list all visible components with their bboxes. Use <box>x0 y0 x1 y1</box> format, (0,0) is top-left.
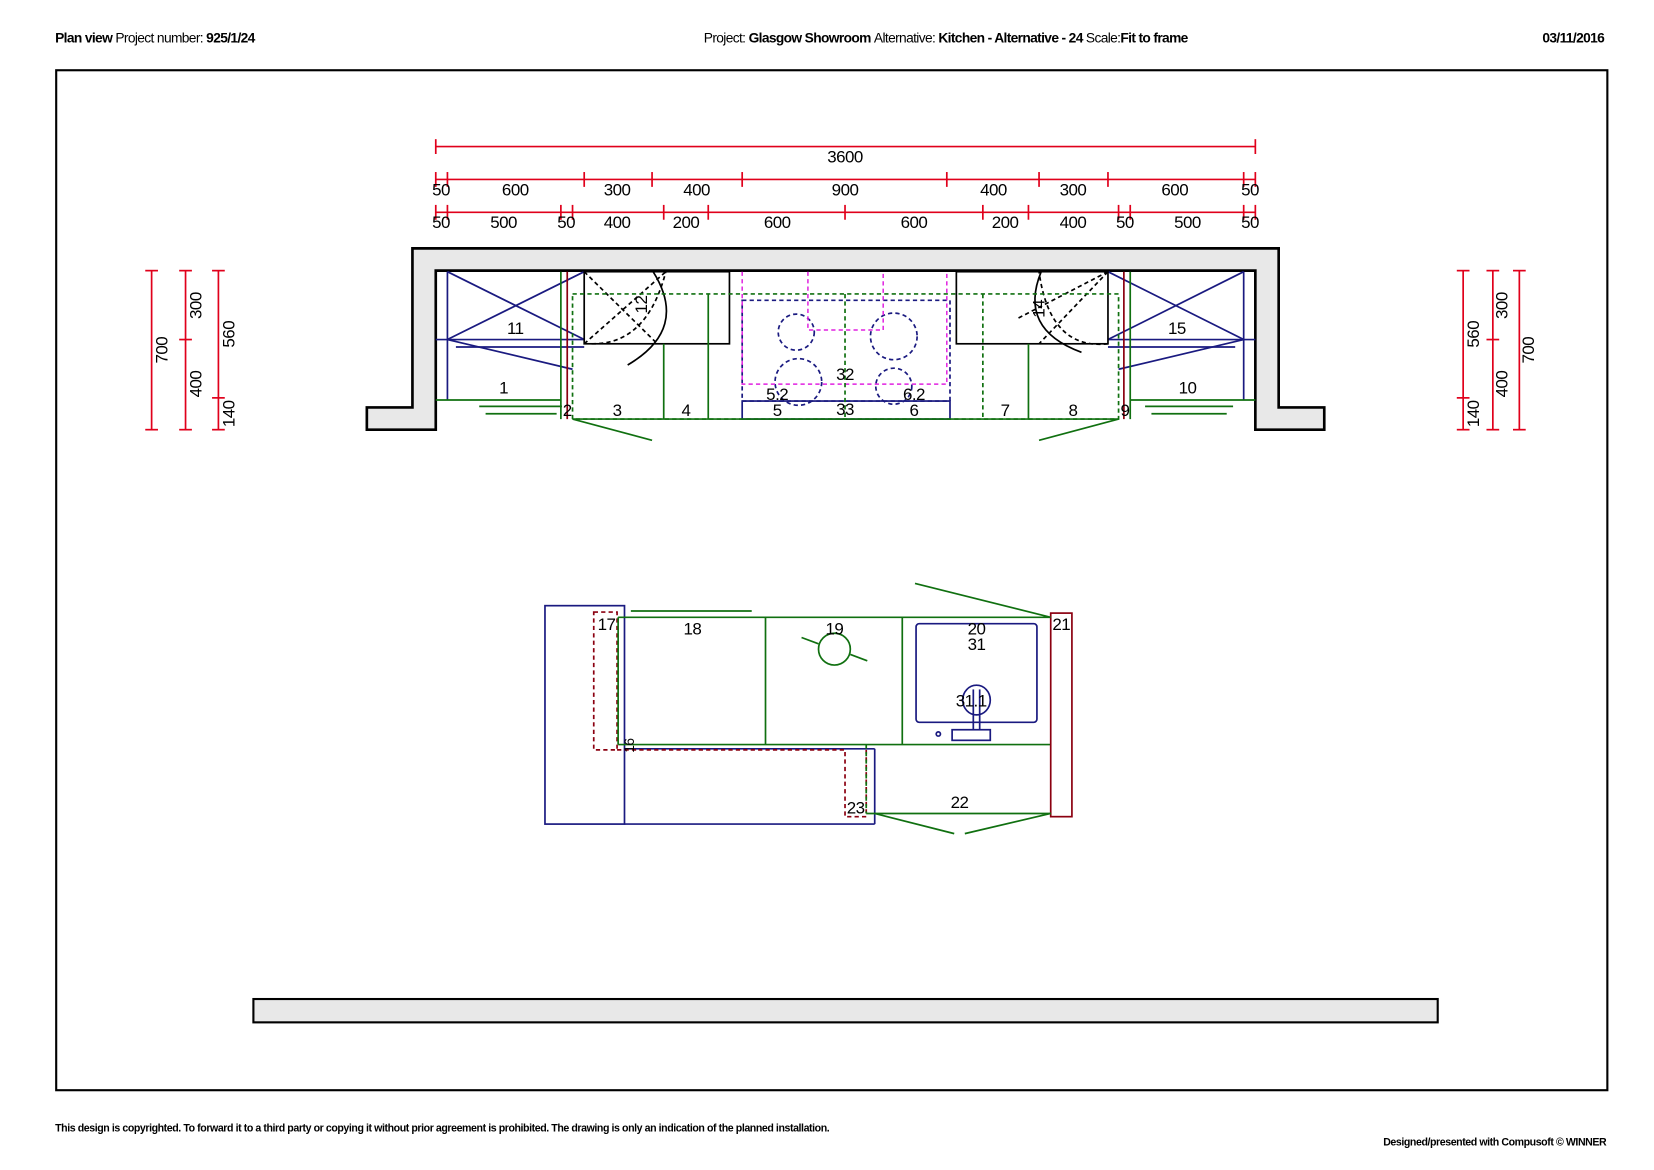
dimension-label: 400 <box>683 180 710 199</box>
wall <box>365 247 1326 431</box>
copyright-notice: This design is copyrighted. To forward i… <box>55 1123 830 1135</box>
unit-label: 33 <box>836 400 854 419</box>
dimension-label: 200 <box>673 213 700 232</box>
dim-right-total: 700 <box>1519 337 1538 364</box>
unit-label: 1 <box>499 379 508 398</box>
dim-right-lower: 400 <box>1493 371 1512 398</box>
dim-left-upper: 300 <box>186 292 205 319</box>
dimension-label: 500 <box>490 213 517 232</box>
unit-label: 31 <box>968 635 986 654</box>
unit-label: 16 <box>622 738 637 753</box>
unit-label: 10 <box>1179 379 1197 398</box>
unit-label: 14 <box>1029 300 1048 318</box>
dimension-label: 600 <box>502 180 529 199</box>
dim-right-upper: 300 <box>1493 292 1512 319</box>
dim-overall: 3600 <box>827 147 863 166</box>
unit-label: 3 <box>613 401 622 420</box>
dimension-label: 600 <box>1161 180 1188 199</box>
header-date: 03/11/2016 <box>1542 31 1605 46</box>
unit-label: 18 <box>683 619 701 638</box>
dimension-label: 900 <box>832 180 859 199</box>
unit-label: 20 <box>968 619 986 638</box>
dimension-label: 600 <box>764 213 791 232</box>
dim-right-bottom: 140 <box>1464 400 1483 427</box>
unit-label: 12 <box>632 296 651 314</box>
dimension-label: 500 <box>1174 213 1201 232</box>
unit-label: 6.2 <box>903 385 925 404</box>
drawing-frame <box>55 69 1609 1092</box>
corner-units <box>583 270 1109 366</box>
unit-labels: 1 2 3 4 5 5.2 6 6.2 7 8 9 10 11 12 14 15… <box>499 296 1197 818</box>
dimension-label: 300 <box>1060 180 1087 199</box>
dim-left-lower: 400 <box>186 371 205 398</box>
unit-label: 11 <box>507 319 524 338</box>
unit-label: 2 <box>563 401 572 420</box>
dimension-label: 50 <box>432 213 450 232</box>
appliance-outline <box>741 271 948 385</box>
unit-label: 22 <box>951 793 969 812</box>
dimension-label: 50 <box>1241 180 1259 199</box>
dim-left-total: 700 <box>153 337 172 364</box>
left-dimensions: 700 300 400 560 140 <box>145 269 238 431</box>
bottom-wall <box>252 997 1439 1024</box>
header-left: Plan view Project number: 925/1/24 <box>55 31 256 46</box>
header-project: Project: Glasgow Showroom Alternative: K… <box>704 31 1189 46</box>
island <box>544 582 1073 835</box>
dimension-label: 50 <box>1241 213 1259 232</box>
dimension-label: 400 <box>1060 213 1087 232</box>
base-units <box>435 271 1256 442</box>
unit-label: 15 <box>1168 319 1186 338</box>
unit-label: 4 <box>682 401 691 420</box>
unit-label: 23 <box>847 798 865 817</box>
software-credit: Designed/presented with Compusoft © WINN… <box>1383 1136 1607 1148</box>
top-dimensions: 3600 50 600 300 400 900 400 300 600 50 50 500 50 400… <box>432 139 1260 232</box>
unit-label: 21 <box>1052 615 1070 634</box>
dimension-label: 50 <box>1116 213 1134 232</box>
unit-label: 8 <box>1069 401 1078 420</box>
unit-label: 5 <box>773 401 782 420</box>
dim-right-depth: 560 <box>1464 321 1483 348</box>
dimension-label: 50 <box>432 180 450 199</box>
unit-label: 31.1 <box>956 691 987 710</box>
dimension-label: 400 <box>980 180 1007 199</box>
dimension-label: 400 <box>604 213 631 232</box>
dimension-label: 50 <box>557 213 575 232</box>
wall-units <box>435 270 1256 420</box>
dimension-label: 600 <box>901 213 928 232</box>
dim-left-bottom: 140 <box>219 400 238 427</box>
unit-label: 19 <box>826 619 844 638</box>
unit-label: 7 <box>1001 401 1010 420</box>
unit-label: 17 <box>598 615 616 634</box>
unit-label: 6 <box>909 401 918 420</box>
unit-label: 5.2 <box>766 385 788 404</box>
dim-left-depth: 560 <box>219 321 238 348</box>
unit-label: 32 <box>836 365 854 384</box>
dimension-label: 200 <box>992 213 1019 232</box>
right-dimensions: 560 140 300 400 700 <box>1456 269 1538 431</box>
unit-label: 9 <box>1120 401 1129 420</box>
dimension-label: 300 <box>604 180 631 199</box>
